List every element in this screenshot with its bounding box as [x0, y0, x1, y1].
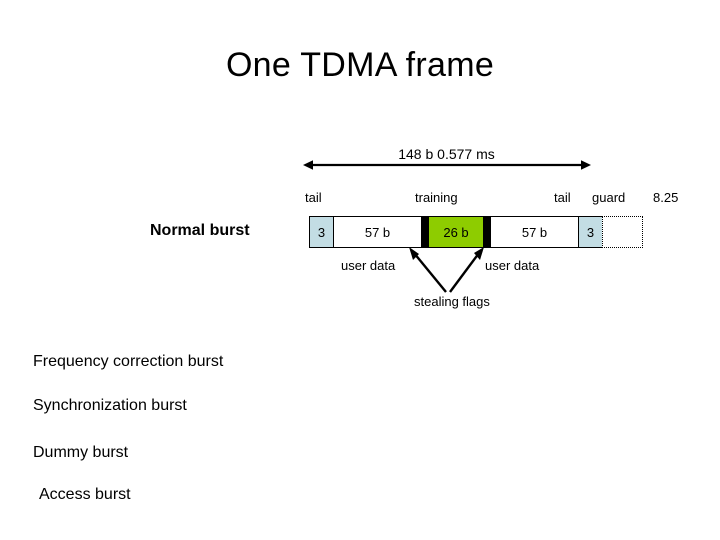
- label-user-data-left: user data: [341, 258, 396, 273]
- burst-type-dummy: Dummy burst: [33, 444, 129, 461]
- burst-segment-guard-period: [602, 216, 643, 248]
- label-guard: guard: [592, 190, 626, 205]
- burst-segment-tail-right: 3: [578, 216, 603, 248]
- burst-segment-user-data-right: 57 b: [490, 216, 579, 248]
- label-tail-left: tail: [305, 190, 322, 205]
- burst-type-access: Access burst: [39, 486, 131, 503]
- label-stealing-flags: stealing flags: [414, 294, 490, 309]
- burst-segment-user-data-left: 57 b: [333, 216, 422, 248]
- burst-segment-training-sequence: 26 b: [428, 216, 484, 248]
- normal-burst-row-label: Normal burst: [150, 222, 250, 239]
- double-headed-arrow-icon: [303, 160, 591, 170]
- page-title: One TDMA frame: [225, 46, 495, 84]
- label-training: training: [415, 190, 458, 205]
- normal-burst-bar: 3 57 b 26 b 57 b 3: [309, 216, 643, 248]
- burst-type-synchronization: Synchronization burst: [33, 397, 187, 414]
- burst-type-frequency-correction: Frequency correction burst: [33, 353, 224, 370]
- frame-duration-label: 148 b 0.577 ms: [398, 146, 495, 162]
- label-user-data-right: user data: [485, 258, 540, 273]
- stealing-flags-arrows-icon: [409, 247, 484, 293]
- label-tail-right: tail: [554, 190, 571, 205]
- label-guard-value: 8.25: [653, 190, 679, 205]
- burst-segment-tail-left: 3: [309, 216, 334, 248]
